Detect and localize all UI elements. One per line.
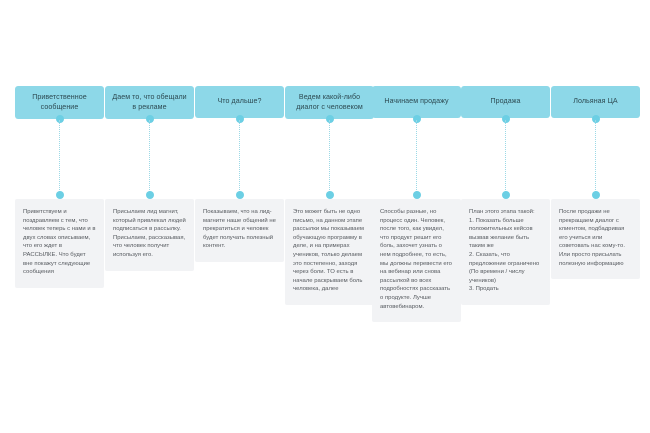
stage-header-4[interactable]: Ведем какой-либо диалог с человеком <box>285 86 374 120</box>
stage-header-label-2: Даем то, что обещали в рекламе <box>112 93 187 111</box>
node-dot-bottom-4 <box>325 191 334 199</box>
stage-header-label-3: Что дальше? <box>217 97 262 106</box>
node-dot-bottom-5 <box>412 191 421 199</box>
node-dot-top-2 <box>145 115 154 123</box>
stage-body-6[interactable]: План этого этапа такой: 1. Показать боль… <box>461 199 550 305</box>
stage-header-label-6: Продажа <box>490 97 521 106</box>
stage-column-5: Начинаем продажу Способы разные, но проц… <box>372 0 461 433</box>
stage-header-label-7: Лольяная ЦА <box>573 97 618 106</box>
connector-line-7 <box>595 120 597 192</box>
node-dot-top-1 <box>55 115 64 123</box>
connector-line-1 <box>59 120 61 192</box>
stage-header-6[interactable]: Продажа <box>461 86 550 118</box>
connector-line-5 <box>416 120 418 192</box>
stage-column-4: Ведем какой-либо диалог с человеком Это … <box>285 0 374 433</box>
connector-line-4 <box>329 120 331 192</box>
node-dot-bottom-7 <box>591 191 600 199</box>
connector-line-2 <box>149 120 151 192</box>
stage-body-text-3: Показываем, что на лид-магните наше обще… <box>203 209 278 250</box>
node-dot-top-4 <box>325 115 334 123</box>
node-dot-top-5 <box>412 115 421 123</box>
stage-header-label-5: Начинаем продажу <box>384 97 449 106</box>
stage-body-text-1: Приветствуем и поздравляем с тем, что че… <box>23 209 98 276</box>
stage-column-3: Что дальше? Показываем, что на лид-магни… <box>195 0 284 433</box>
node-dot-bottom-1 <box>55 191 64 199</box>
connector-line-3 <box>239 120 241 192</box>
node-dot-top-3 <box>235 115 244 123</box>
node-dot-bottom-3 <box>235 191 244 199</box>
stage-header-1[interactable]: Приветственное сообщение <box>15 86 104 120</box>
stage-header-3[interactable]: Что дальше? <box>195 86 284 118</box>
stage-header-7[interactable]: Лольяная ЦА <box>551 86 640 118</box>
node-dot-top-7 <box>591 115 600 123</box>
stage-body-text-2: Присылаем лид магнит, который привлекал … <box>113 209 188 258</box>
stage-body-text-7: После продажи не прекращаем диалог с кли… <box>559 209 627 267</box>
stage-column-6: Продажа План этого этапа такой: 1. Показ… <box>461 0 550 433</box>
stage-header-label-4: Ведем какой-либо диалог с человеком <box>296 93 363 111</box>
stage-body-5[interactable]: Способы разные, но процесс один. Человек… <box>372 199 461 323</box>
stage-column-1: Приветственное сообщение Приветствуем и … <box>15 0 104 433</box>
stage-body-7[interactable]: После продажи не прекращаем диалог с кли… <box>551 199 640 280</box>
stage-header-label-1: Приветственное сообщение <box>32 93 87 111</box>
stage-header-5[interactable]: Начинаем продажу <box>372 86 461 118</box>
connector-line-6 <box>505 120 507 192</box>
stage-body-text-4: Это может быть не одно письмо, на данном… <box>293 209 366 293</box>
node-dot-bottom-6 <box>501 191 510 199</box>
stage-body-2[interactable]: Присылаем лид магнит, который привлекал … <box>105 199 194 271</box>
stage-column-2: Даем то, что обещали в рекламе Присылаем… <box>105 0 194 433</box>
stage-header-2[interactable]: Даем то, что обещали в рекламе <box>105 86 194 120</box>
stage-body-1[interactable]: Приветствуем и поздравляем с тем, что че… <box>15 199 104 288</box>
node-dot-bottom-2 <box>145 191 154 199</box>
stage-body-3[interactable]: Показываем, что на лид-магните наше обще… <box>195 199 284 262</box>
stage-body-text-5: Способы разные, но процесс один. Человек… <box>380 209 454 310</box>
stage-body-text-6: План этого этапа такой: 1. Показать боль… <box>469 209 540 293</box>
stage-body-4[interactable]: Это может быть не одно письмо, на данном… <box>285 199 374 305</box>
stage-column-7: Лольяная ЦА После продажи не прекращаем … <box>551 0 640 433</box>
node-dot-top-6 <box>501 115 510 123</box>
